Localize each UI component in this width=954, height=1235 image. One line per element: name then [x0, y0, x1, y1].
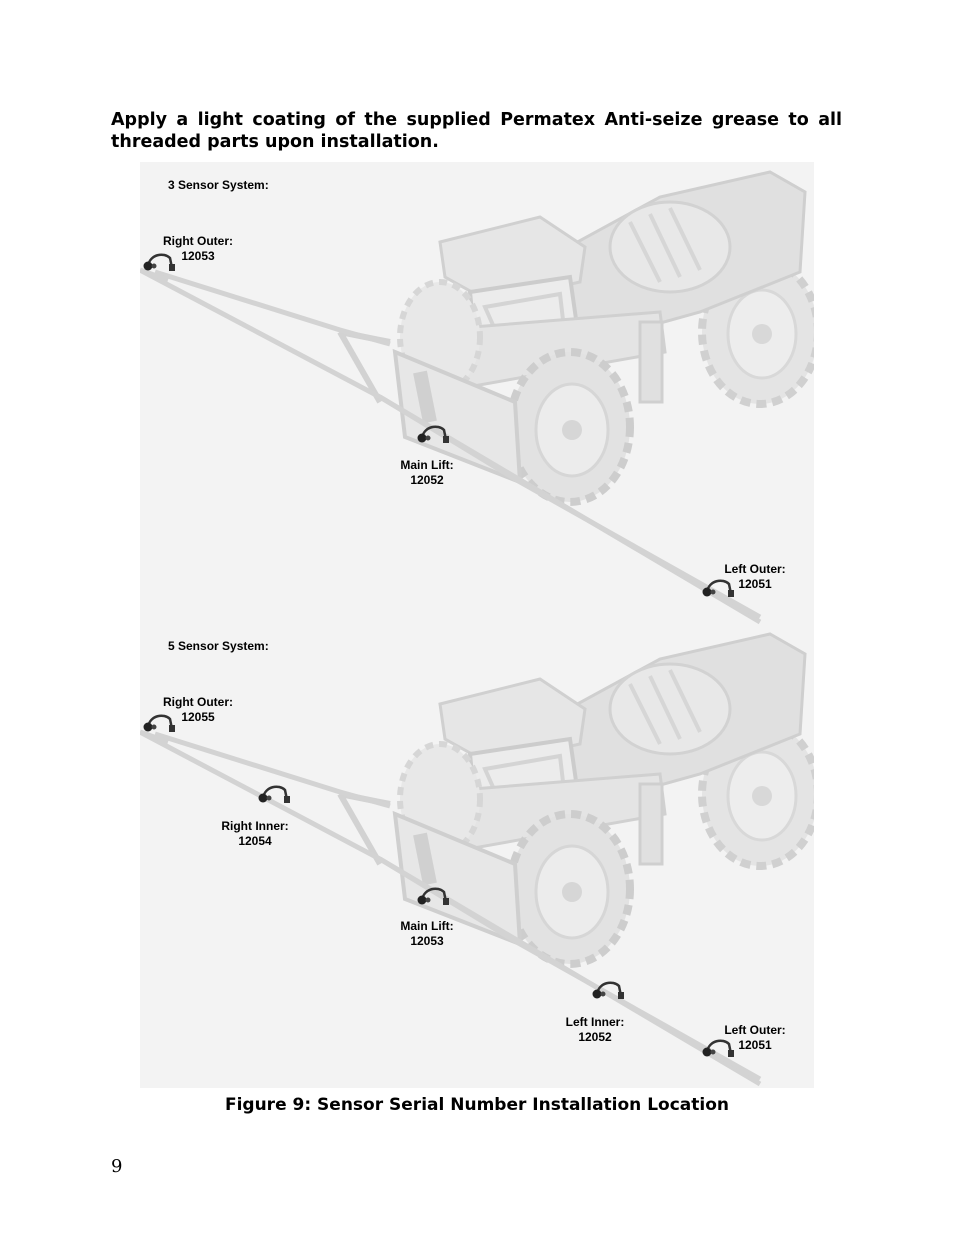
sensor-label-right-outer: Right Outer: 12053 [163, 234, 233, 263]
sensor-label-left-outer: Left Outer: 12051 [724, 562, 786, 591]
sensor-label-right-inner: Right Inner: 12054 [221, 819, 289, 848]
figure-caption: Figure 9: Sensor Serial Number Installat… [224, 1095, 730, 1115]
sensor-label-left-inner: Left Inner: 12052 [565, 1015, 625, 1044]
sprayer-illustration-top [140, 172, 814, 622]
panel-title-5-sensor: 5 Sensor System: [168, 639, 269, 653]
sensor-label-right-outer: Right Outer: 12055 [163, 695, 233, 724]
sprayer-illustration [140, 162, 814, 1088]
panel-title-3-sensor: 3 Sensor System: [168, 178, 269, 192]
sensor-location-figure: 3 Sensor System: Right Outer: 12053 Main… [140, 162, 814, 1088]
sensor-label-main-lift: Main Lift: 12053 [400, 919, 454, 948]
sensor-label-main-lift: Main Lift: 12052 [400, 458, 454, 487]
page-number: 9 [111, 1156, 123, 1177]
instruction-text: Apply a light coating of the supplied Pe… [111, 110, 842, 152]
sensor-label-left-outer: Left Outer: 12051 [724, 1023, 786, 1052]
sprayer-illustration-bottom [140, 634, 814, 1084]
